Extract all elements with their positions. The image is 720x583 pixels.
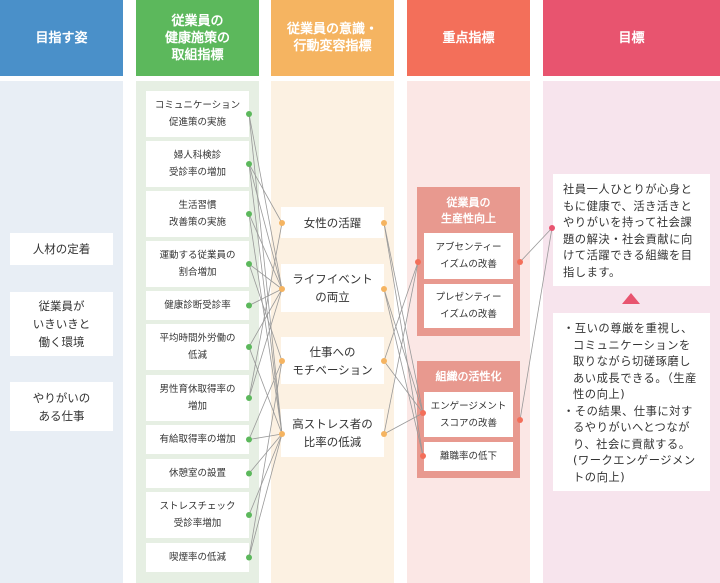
goal-bullet: ・互いの尊厳を重視し、コミュニケーションを取りながら切磋琢磨しあい成長できる。（…	[563, 322, 697, 401]
vision-item: やりがいの ある仕事	[10, 382, 113, 431]
behavior-item: 仕事への モチベーション	[281, 337, 384, 384]
focus-item: 離職率の低下	[424, 442, 513, 471]
vision-item: 人材の定着	[10, 233, 113, 265]
focus-group-organization: 組織の活性化 エンゲージメント スコアの改善 離職率の低下	[417, 361, 520, 478]
measure-item: 健康診断受診率	[146, 291, 249, 320]
focus-item: アブセンティー イズムの改善	[424, 233, 513, 279]
focus-group-title: 組織の活性化	[435, 370, 502, 383]
measure-item: ストレスチェック 受診率増加	[146, 492, 249, 538]
measure-item: 運動する従業員の 割合増加	[146, 241, 249, 287]
measure-item: 有給取得率の増加	[146, 425, 249, 454]
focus-item: エンゲージメント スコアの改善	[424, 392, 513, 437]
behavior-item: ライフイベント の両立	[281, 264, 384, 312]
header-goal: 目標	[543, 0, 720, 76]
col-behaviors	[271, 81, 394, 583]
measure-item: 喫煙率の低減	[146, 543, 249, 572]
focus-item: プレゼンティー イズムの改善	[424, 284, 513, 328]
focus-group-productivity: 従業員の 生産性向上 アブセンティー イズムの改善 プレゼンティー イズムの改善	[417, 187, 520, 336]
header-vision: 目指す姿	[0, 0, 123, 76]
goal-bullet: ・その結果、仕事に対するやりがいへとつながり、社会に貢献する。(ワークエンゲージ…	[563, 404, 696, 484]
header-behaviors: 従業員の意識・ 行動変容指標	[271, 0, 394, 76]
measure-item: 休憩室の設置	[146, 459, 249, 488]
measure-item: 平均時間外労働の 低減	[146, 324, 249, 370]
measure-item: コミュニケーション 促進策の実施	[146, 91, 249, 137]
header-measures: 従業員の 健康施策の 取組指標	[136, 0, 259, 76]
up-arrow-icon	[622, 293, 640, 304]
goal-details: ・互いの尊厳を重視し、コミュニケーションを取りながら切磋琢磨しあい成長できる。（…	[553, 313, 710, 491]
measure-item: 婦人科検診 受診率の増加	[146, 141, 249, 187]
goal-main: 社員一人ひとりが心身ともに健康で、活き活きとやりがいを持って社会課題の解決・社会…	[553, 174, 710, 286]
measure-item: 男性育休取得率の 増加	[146, 375, 249, 421]
vision-item: 従業員が いきいきと 働く環境	[10, 292, 113, 356]
header-focus: 重点指標	[407, 0, 530, 76]
measure-item: 生活習慣 改善策の実施	[146, 191, 249, 237]
behavior-item: 高ストレス者の 比率の低減	[281, 409, 384, 457]
focus-group-title: 従業員の 生産性向上	[441, 196, 496, 225]
behavior-item: 女性の活躍	[281, 207, 384, 238]
